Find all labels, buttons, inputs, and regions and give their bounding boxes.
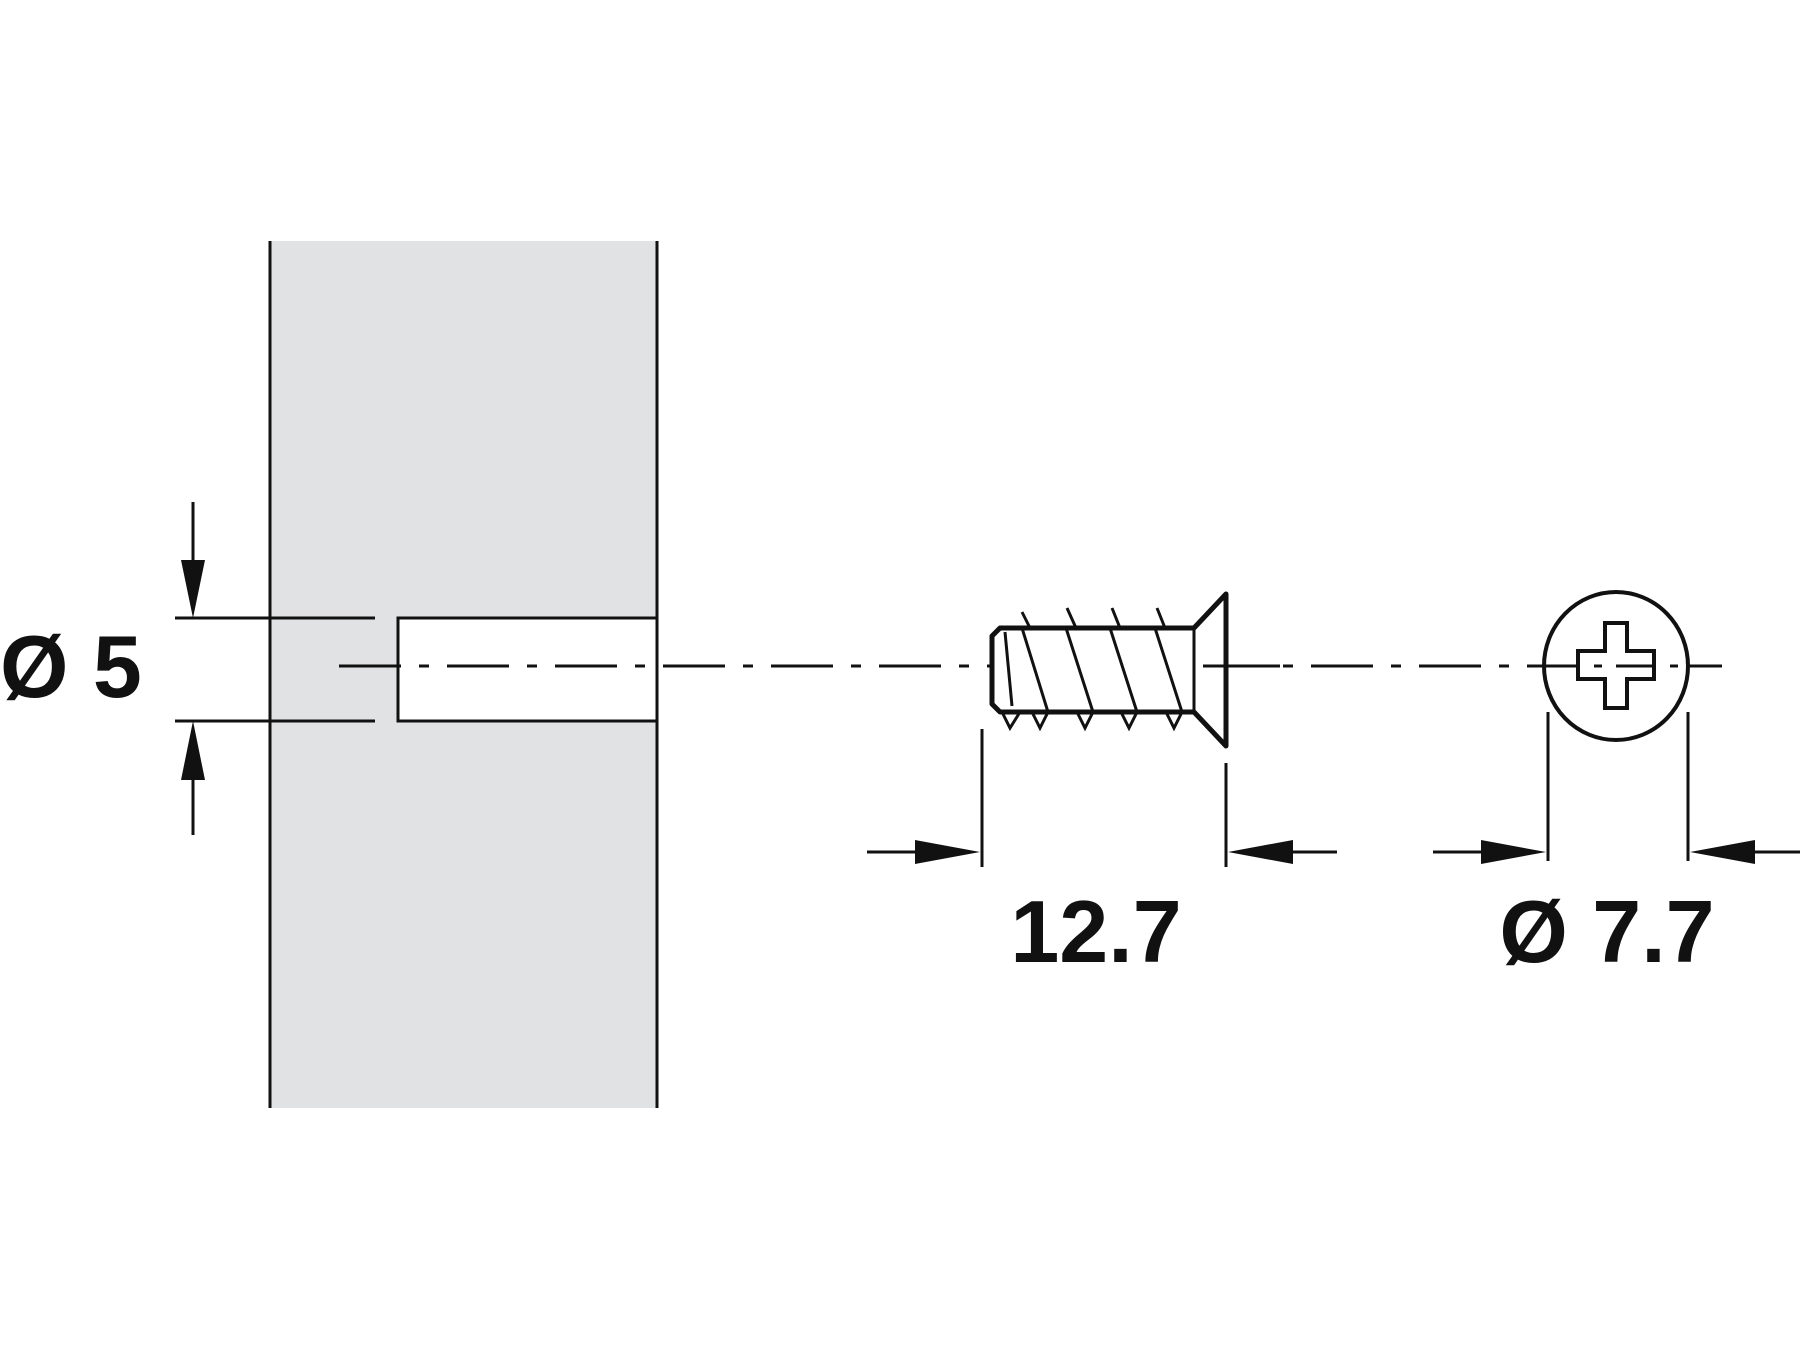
arrow-left-icon bbox=[1228, 840, 1293, 864]
head-diameter-label: Ø 7.7 bbox=[1499, 882, 1714, 981]
arrow-up-icon bbox=[181, 721, 205, 780]
arrow-right-icon bbox=[1481, 840, 1546, 864]
hole-dimension: Ø 5 bbox=[0, 502, 375, 835]
length-dimension: 12.7 bbox=[867, 729, 1337, 981]
drill-hole bbox=[396, 616, 659, 723]
hole-diameter-label: Ø 5 bbox=[0, 617, 142, 716]
screw-head-top-view bbox=[1540, 590, 1722, 742]
screw-side-view bbox=[989, 591, 1280, 749]
arrow-left-icon bbox=[1690, 840, 1755, 864]
arrow-right-icon bbox=[915, 840, 980, 864]
head-diameter-dimension: Ø 7.7 bbox=[1433, 712, 1800, 981]
arrow-down-icon bbox=[181, 560, 205, 618]
screw-length-label: 12.7 bbox=[1010, 882, 1181, 981]
